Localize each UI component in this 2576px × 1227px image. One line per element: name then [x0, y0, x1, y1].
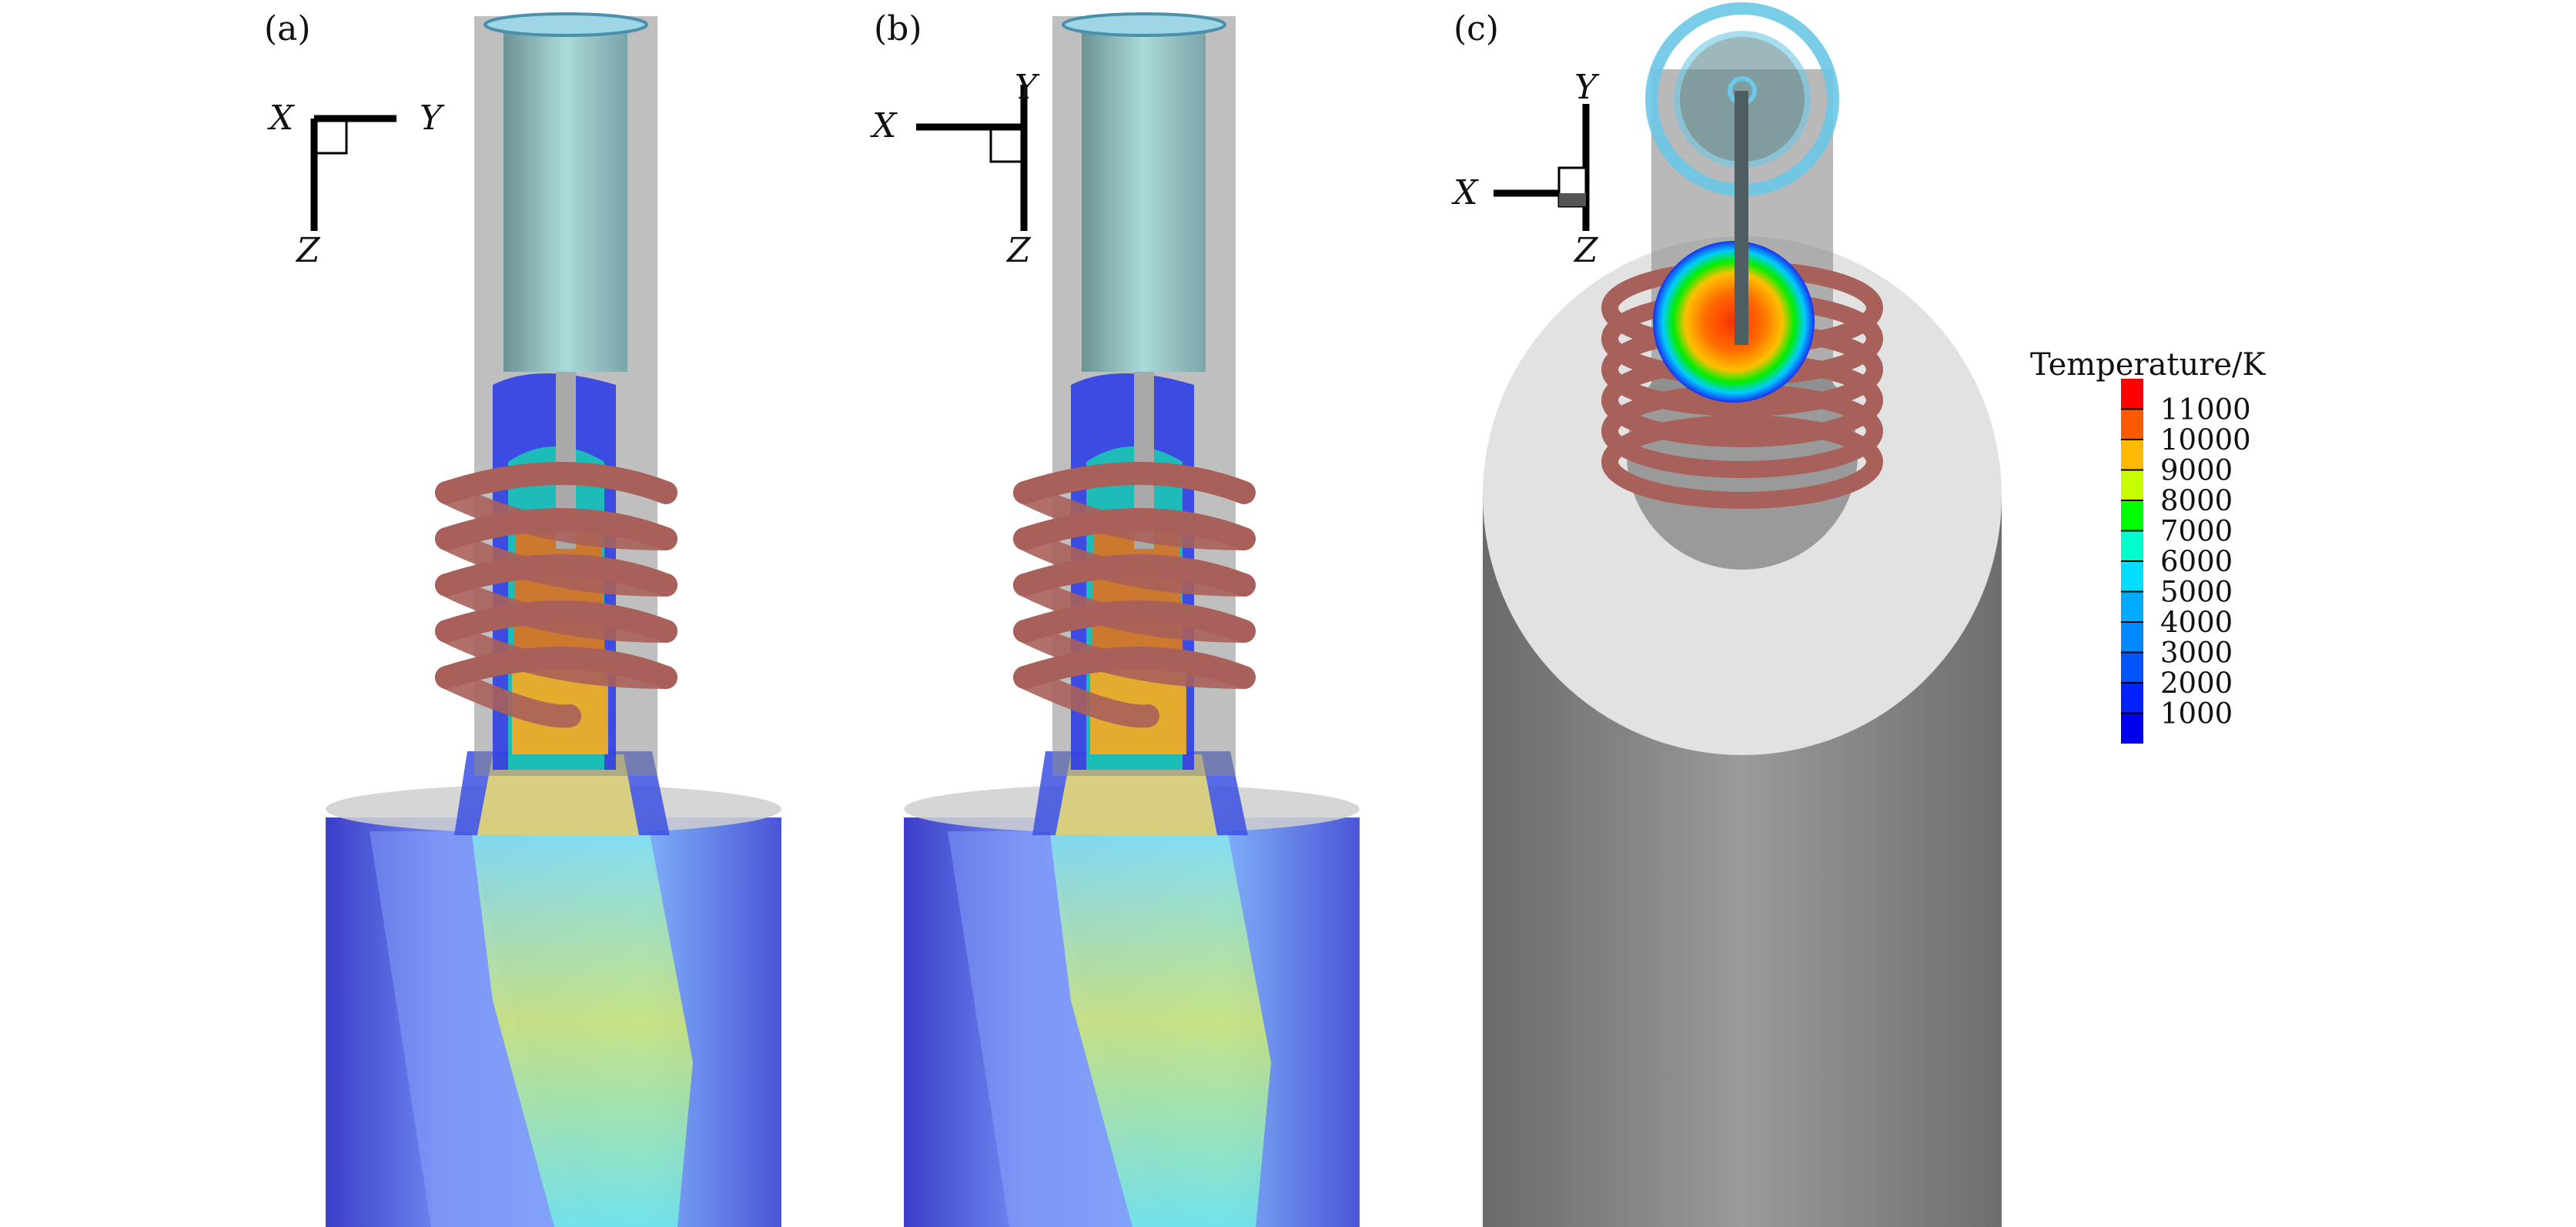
axis-z-label: Z: [1005, 231, 1032, 270]
colorbar: [2121, 379, 2143, 744]
axis-z-label: Z: [1573, 231, 1599, 270]
colorbar-label: 7000: [2160, 515, 2233, 548]
colorbar-label: 9000: [2160, 454, 2233, 487]
colorbar-band: [2121, 530, 2143, 561]
panel-label: (c): [1454, 9, 1499, 48]
colorbar-band: [2121, 622, 2143, 653]
legend-title: Temperature/K: [2030, 347, 2267, 383]
axis-x-label: X: [267, 99, 295, 138]
panel-label: (b): [874, 9, 922, 48]
colorbar-label: 8000: [2160, 484, 2233, 517]
colorbar-band: [2121, 500, 2143, 531]
colorbar-label: 6000: [2160, 545, 2233, 578]
axis-triad: X Y Z: [870, 68, 1040, 270]
colorbar-band: [2121, 561, 2143, 592]
axis-x-label: X: [870, 106, 898, 145]
panel-c: (c) Y X Z: [1451, 2, 2002, 1227]
axis-y-label: Y: [1015, 68, 1040, 107]
axis-z-label: Z: [295, 231, 321, 270]
axis-y-label: Y: [1574, 68, 1600, 107]
colorbar-label: 10000: [2160, 423, 2251, 456]
colorbar-band: [2121, 379, 2143, 410]
colorbar-label: 11000: [2160, 393, 2251, 426]
colorbar-label: 3000: [2160, 637, 2233, 670]
colorbar-label: 4000: [2160, 606, 2233, 639]
colorbar-label: 5000: [2160, 576, 2233, 609]
colorbar-band: [2121, 713, 2143, 744]
colorbar-label: 1000: [2160, 697, 2233, 731]
colorbar-labels: 1100010000900080007000600050004000300020…: [2121, 393, 2251, 731]
panel-a: (a) X Y Z: [264, 9, 781, 1227]
colorbar-label: 2000: [2160, 667, 2233, 700]
colorbar-band: [2121, 683, 2143, 714]
colorbar-legend: Temperature/K 11000100009000800070006000…: [2030, 347, 2267, 744]
colorbar-band: [2121, 652, 2143, 683]
colorbar-band: [2121, 409, 2143, 440]
axis-x-label: X: [1451, 173, 1479, 212]
axis-y-label: Y: [420, 99, 445, 138]
colorbar-band: [2121, 440, 2143, 470]
panel-label: (a): [264, 9, 311, 48]
colorbar-band: [2121, 470, 2143, 500]
colorbar-band: [2121, 591, 2143, 622]
axis-triad: Y X Z: [1451, 68, 1600, 270]
axis-triad: X Y Z: [267, 99, 445, 270]
panel-b: (b) X Y Z: [870, 9, 1360, 1227]
